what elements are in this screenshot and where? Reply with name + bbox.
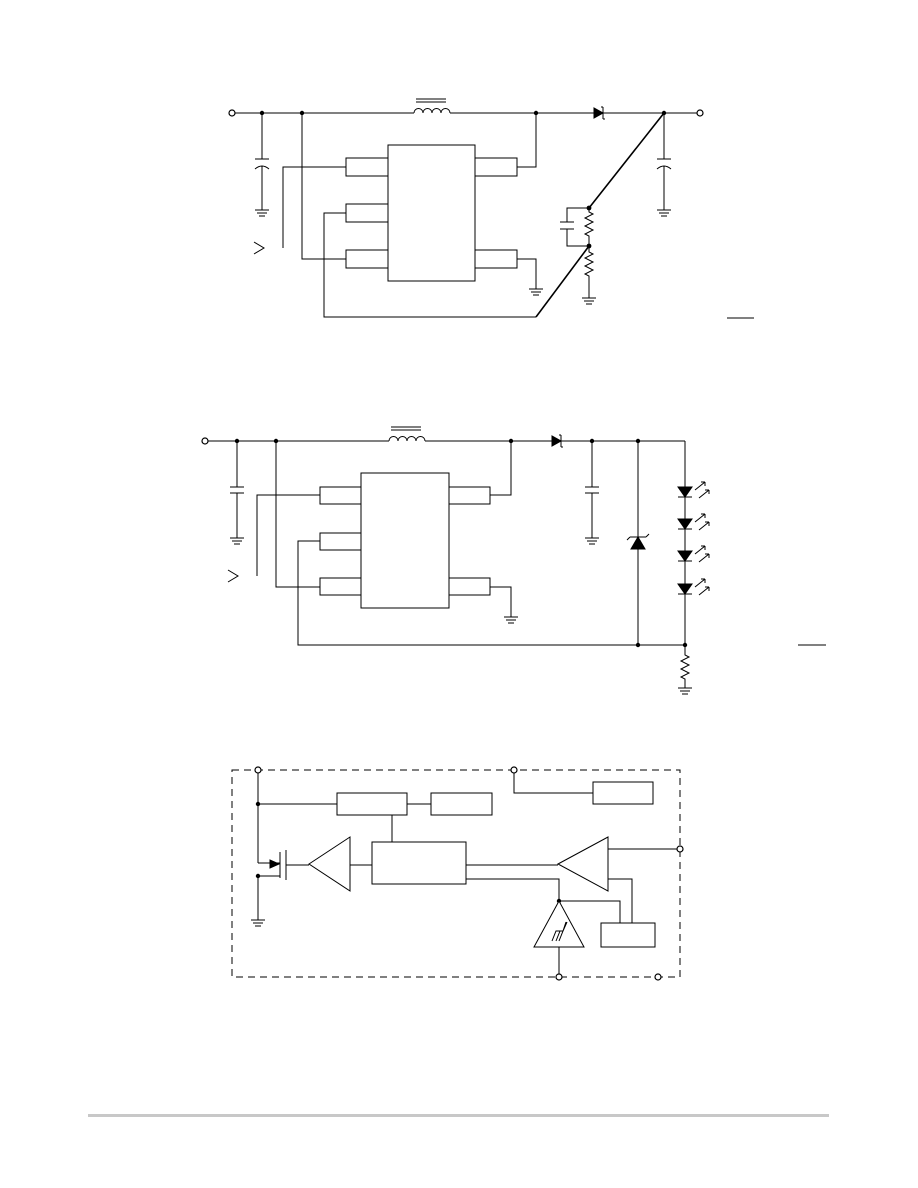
fig3-package-outline: [231, 769, 681, 978]
figure-2-led-driver: [201, 426, 826, 695]
fig1-ic-pin: [345, 249, 389, 269]
fig3-reference-block: [600, 922, 656, 948]
fig1-ic-pin: [474, 249, 518, 269]
fig2-vin-wire: [275, 441, 320, 588]
fig1-ground: [657, 209, 671, 217]
fig1-enable-wire: [282, 166, 346, 248]
fig2-led: [677, 545, 710, 563]
fig1-vin-wire: [301, 113, 346, 260]
fig1-resistor-bottom: [583, 246, 595, 298]
fig3-comparator-to-reference: [559, 900, 621, 923]
fig1-feedback-wire: [323, 212, 536, 318]
fig2-sense-resistor: [679, 645, 691, 688]
fig1-ic-pin: [474, 157, 518, 177]
fig3-pin-enable: [510, 766, 518, 774]
fig2-ic-pin: [319, 532, 362, 551]
fig1-feedback-to-divider: [535, 245, 590, 318]
fig1-feedforward-capacitor: [560, 207, 589, 247]
fig3-logic-to-comparator: [466, 878, 560, 901]
fig2-led: [677, 578, 710, 596]
fig2-input-terminal: [201, 437, 209, 445]
fig2-ic-pin: [448, 577, 491, 596]
fig2-ground: [678, 687, 692, 695]
fig3-ground: [251, 919, 265, 927]
fig1-output-terminal: [696, 109, 704, 117]
fig2-ic-pin: [448, 486, 491, 505]
fig2-ground-wire: [490, 586, 512, 617]
fig2-enable-wire: [256, 494, 320, 576]
fig3-mosfet-source: [257, 875, 280, 920]
fig2-input-capacitor: [230, 441, 244, 538]
fig3-pin-switch: [254, 766, 262, 774]
fig1-inductor: [413, 108, 451, 114]
fig2-inductor: [388, 436, 426, 442]
fig1-ic-pin: [345, 203, 389, 223]
fig3-current-sense-block: [336, 792, 408, 816]
fig2-ic-pin: [319, 486, 362, 505]
fig1-ic-pin: [345, 157, 389, 177]
fig3-mosfet-body-arrow: [269, 859, 281, 869]
fig1-ic-body: [387, 144, 476, 282]
fig2-schottky-diode: [551, 435, 563, 447]
footer-rule: [88, 1114, 829, 1117]
fig1-input-terminal: [228, 109, 236, 117]
fig2-zener-diode: [630, 536, 646, 550]
fig2-led: [677, 513, 710, 531]
fig2-enable-input-arrow: [227, 569, 239, 583]
fig3-enable-block: [592, 781, 654, 805]
fig3-pin-feedback: [676, 845, 684, 853]
fig1-enable-input-arrow: [253, 241, 265, 255]
fig2-ic-body: [360, 472, 450, 609]
fig2-led: [677, 481, 710, 499]
fig3-gate-driver: [308, 836, 351, 892]
fig1-output-to-divider: [588, 112, 665, 209]
fig2-zener-bar: [626, 533, 650, 541]
fig3-error-amplifier: [556, 836, 609, 892]
fig3-limit-block: [430, 792, 493, 816]
fig1-inductor-core: [416, 98, 446, 103]
fig3-control-logic: [371, 841, 467, 885]
fig1-output-capacitor: [656, 113, 672, 210]
fig2-feedback-wire: [297, 540, 685, 646]
fig1-switch-wire: [517, 113, 537, 168]
fig3-reference-wire: [608, 878, 633, 923]
fig3-junction: [255, 873, 261, 879]
fig1-input-capacitor: [254, 113, 270, 210]
fig1-ground: [582, 297, 596, 305]
fig1-ground: [255, 209, 269, 217]
fig1-schottky-diode: [593, 107, 605, 119]
fig3-hysteresis-symbol: [551, 921, 568, 942]
fig3-pin-ground: [654, 973, 662, 981]
fig2-ground: [585, 537, 599, 545]
fig2-ground: [504, 616, 518, 624]
fig2-inductor-core: [391, 426, 421, 431]
fig1-resistor-top: [583, 208, 595, 246]
figure-3-block-diagram: [231, 766, 684, 981]
fig2-output-capacitor: [585, 441, 599, 538]
fig2-switch-wire: [490, 441, 512, 496]
fig2-ic-pin: [319, 577, 362, 596]
fig1-ground: [529, 288, 543, 296]
fig3-enable-wire: [513, 773, 593, 794]
fig2-ground: [230, 537, 244, 545]
fig3-pin-vin: [555, 973, 563, 981]
figure-1-boost-converter: [228, 98, 754, 319]
fig1-ground-wire: [517, 258, 537, 289]
